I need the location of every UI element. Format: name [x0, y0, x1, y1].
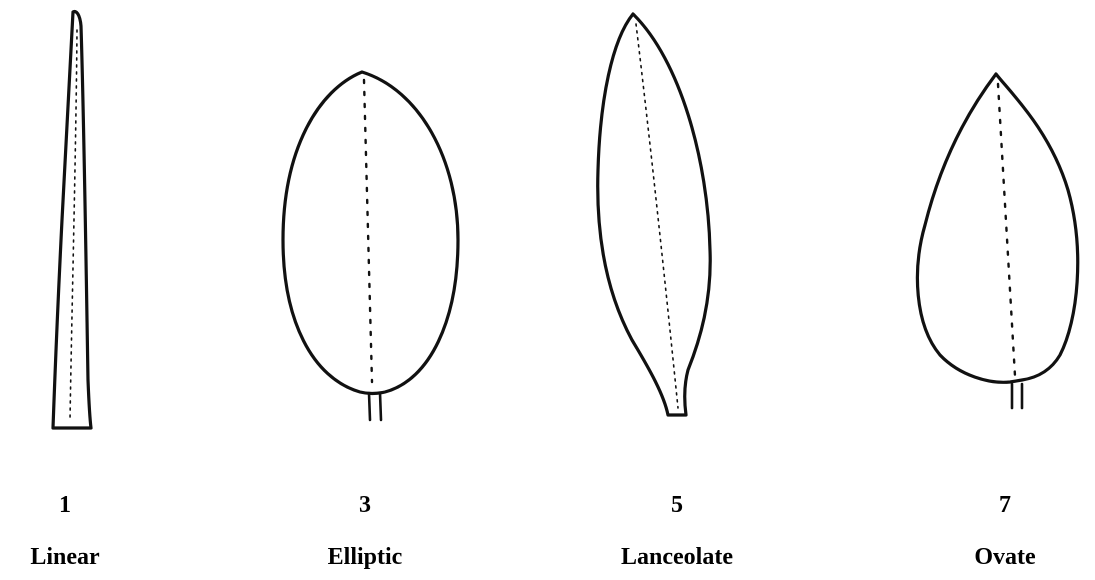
leaf-lanceolate-outline — [598, 14, 710, 415]
leaf-linear-number: 1 — [59, 492, 71, 519]
leaf-linear-midrib — [70, 30, 77, 420]
leaf-elliptic-petiole — [369, 393, 381, 420]
leaf-elliptic-midrib — [364, 80, 372, 382]
leaf-elliptic-name: Elliptic — [328, 544, 403, 571]
leaf-linear — [53, 12, 91, 428]
leaf-lanceolate — [598, 14, 710, 415]
leaf-ovate-midrib — [998, 84, 1015, 376]
leaf-ovate-number: 7 — [999, 492, 1011, 519]
leaf-ovate-petiole — [1012, 384, 1022, 408]
leaf-lanceolate-number: 5 — [671, 492, 683, 519]
leaf-linear-outline — [53, 12, 91, 428]
leaf-ovate — [917, 74, 1077, 408]
leaf-linear-name: Linear — [30, 544, 99, 571]
leaf-lanceolate-name: Lanceolate — [621, 544, 733, 571]
leaf-ovate-name: Ovate — [974, 544, 1035, 571]
leaf-ovate-outline — [917, 74, 1077, 382]
leaf-elliptic-number: 3 — [359, 492, 371, 519]
leaf-lanceolate-midrib — [636, 24, 678, 408]
leaf-elliptic — [283, 72, 458, 420]
